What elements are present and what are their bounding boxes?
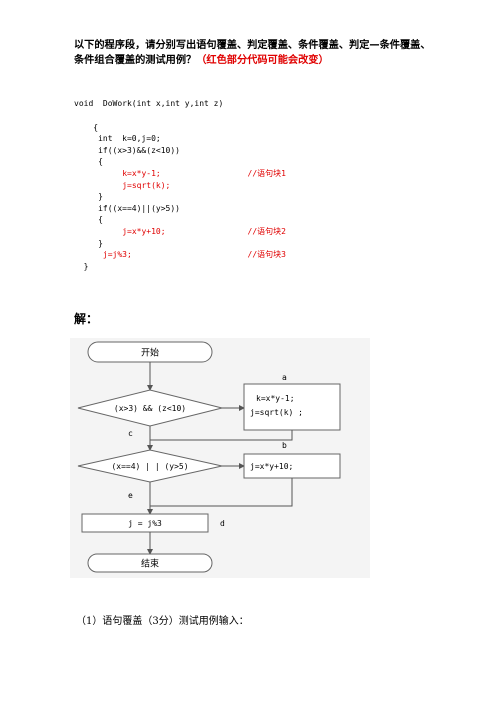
code-line: //语句块3 [247, 250, 286, 260]
box-d [81, 513, 209, 533]
question-line-2: 条件组合覆盖的测试用例？（红色部分代码可能会改变） [74, 55, 329, 66]
code-line: //语句块2 [247, 227, 286, 236]
code-line: j=j%3; [102, 250, 132, 260]
path-box-b-return [150, 478, 293, 507]
box-a-line-2: j=sqrt(k) ; [250, 408, 303, 417]
label-a: a [282, 373, 287, 382]
end-node [87, 553, 213, 573]
box-a [243, 383, 341, 431]
code-line: int k=0,j=0; [93, 134, 161, 144]
box-b [243, 453, 341, 479]
code-line: j=sqrt(k); [122, 180, 171, 190]
footer-text: （1）语句覆盖（3分）测试用例输入： [76, 616, 249, 627]
box-a-line-1: k=x*y-1; [256, 394, 295, 403]
label-d: d [220, 519, 225, 528]
question-text: 以下的程序段，请分别写出语句覆盖、判定覆盖、条件覆盖、判定—条件覆盖、 条件组合… [74, 38, 434, 68]
question-note: （红色部分代码可能会改变） [196, 55, 329, 66]
box-b-label: j=x*y+10; [250, 462, 293, 471]
start-label: 开始 [141, 347, 159, 359]
code-line: void DoWork(int x,int y,int z) [74, 99, 224, 108]
code-line: } [83, 261, 89, 271]
answer-label: 解： [74, 312, 99, 326]
code-line: } [93, 192, 103, 202]
end-label: 结束 [141, 558, 159, 570]
box-d-label: j = j%3 [128, 519, 162, 528]
code-line: //语句块1 [247, 169, 286, 178]
decision-2-label: (x==4) | | (y>5) [111, 462, 188, 471]
decision-1-label: (x>3) && (z<10) [114, 404, 186, 413]
code-line: if((x>3)&&(z<10)) [93, 145, 180, 155]
label-e: e [128, 491, 133, 500]
code-line: { [93, 215, 103, 225]
label-b: b [282, 441, 287, 450]
code-line: k=x*y-1; [122, 169, 161, 178]
code-line: { [93, 157, 103, 167]
label-c: c [128, 429, 133, 438]
code-line: } [93, 238, 103, 248]
flowchart: 开始 (x>3) && (z<10) k=x*y-1; j=sqrt(k) ; … [70, 338, 370, 578]
code-line: { [93, 122, 99, 132]
code-line: if((x==4)||(y>5)) [93, 203, 180, 213]
question-line-1: 以下的程序段，请分别写出语句覆盖、判定覆盖、条件覆盖、判定—条件覆盖、 [74, 40, 431, 51]
path-box-a-return [150, 430, 293, 441]
code-line: j=x*y+10; [122, 227, 166, 236]
